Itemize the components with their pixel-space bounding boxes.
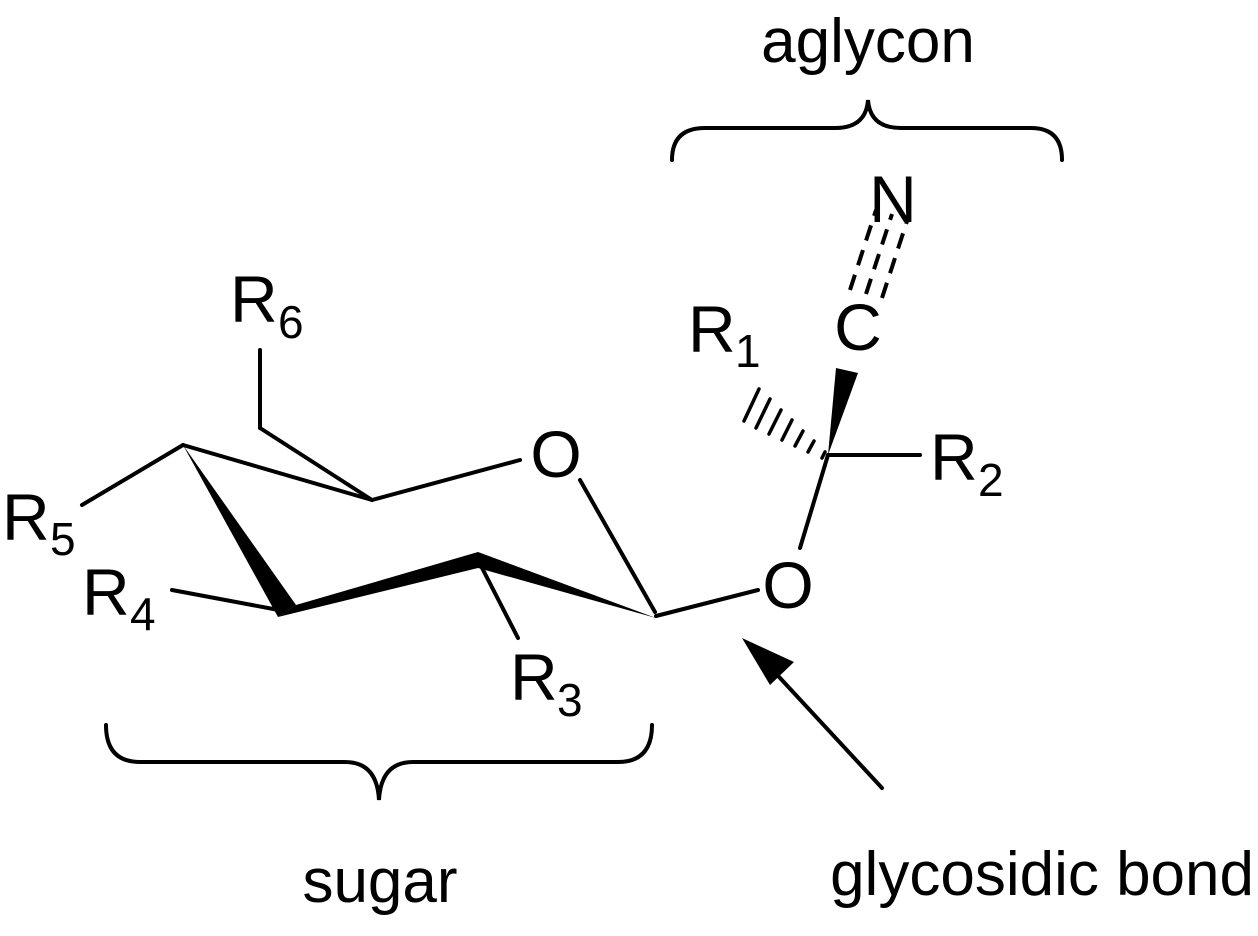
svg-text:2: 2 (978, 454, 1004, 506)
svg-text:6: 6 (278, 296, 304, 348)
sugar-brace (104, 723, 654, 801)
ring-substituent-bonds (80, 348, 760, 640)
svg-text:1: 1 (735, 325, 761, 377)
bond-ring-oxygen-c1 (578, 478, 657, 614)
svg-text:4: 4 (130, 588, 156, 640)
bond-c4-c5 (181, 443, 374, 502)
svg-text:R: R (930, 420, 978, 494)
hashed-bond-to-r1 (742, 387, 827, 460)
glycosidic-bond-caption: glycosidic bond (830, 840, 1254, 909)
wedge-c4-c3 (183, 445, 296, 617)
aglycon-caption: aglycon (761, 7, 975, 76)
bond-c5-ring-oxygen (370, 458, 522, 502)
svg-text:R: R (510, 640, 558, 714)
r6-label: R 6 (230, 262, 304, 348)
bond-c5-ch2 (258, 426, 374, 502)
svg-text:3: 3 (557, 674, 583, 726)
bond-c1-glycosidic-oxygen (654, 588, 760, 618)
r3-label: R 3 (510, 640, 583, 726)
bold-bond-c3-c2 (278, 552, 478, 617)
bond-c3-r4 (170, 588, 286, 613)
r5-label: R 5 (2, 480, 76, 565)
svg-text:R: R (82, 555, 130, 629)
svg-text:5: 5 (50, 513, 76, 565)
bond-oxygen-quaternary-carbon (798, 453, 830, 550)
bond-c4-r5 (80, 443, 185, 507)
sugar-ring (181, 443, 657, 618)
bond-c2-r3 (476, 558, 520, 640)
r2-label: R 2 (930, 420, 1004, 506)
aglycon-group (742, 209, 922, 550)
nitrile-triple-bond (848, 209, 910, 299)
svg-text:R: R (688, 292, 736, 366)
svg-text:R: R (2, 480, 50, 554)
wedge-c2-c1 (478, 552, 656, 618)
ring-oxygen-label: O (530, 417, 581, 491)
svg-text:R: R (230, 262, 278, 336)
sugar-caption: sugar (302, 847, 457, 916)
glycosidic-bond-arrow (742, 638, 884, 790)
aglycon-brace (670, 99, 1064, 162)
r1-label: R 1 (688, 292, 761, 377)
nitrile-carbon-label: C (834, 290, 882, 364)
wedge-to-nitrile-carbon (828, 368, 858, 455)
nitrile-nitrogen-label: N (869, 162, 917, 236)
glycosidic-oxygen-label: O (762, 548, 813, 622)
r4-label: R 4 (82, 555, 156, 640)
